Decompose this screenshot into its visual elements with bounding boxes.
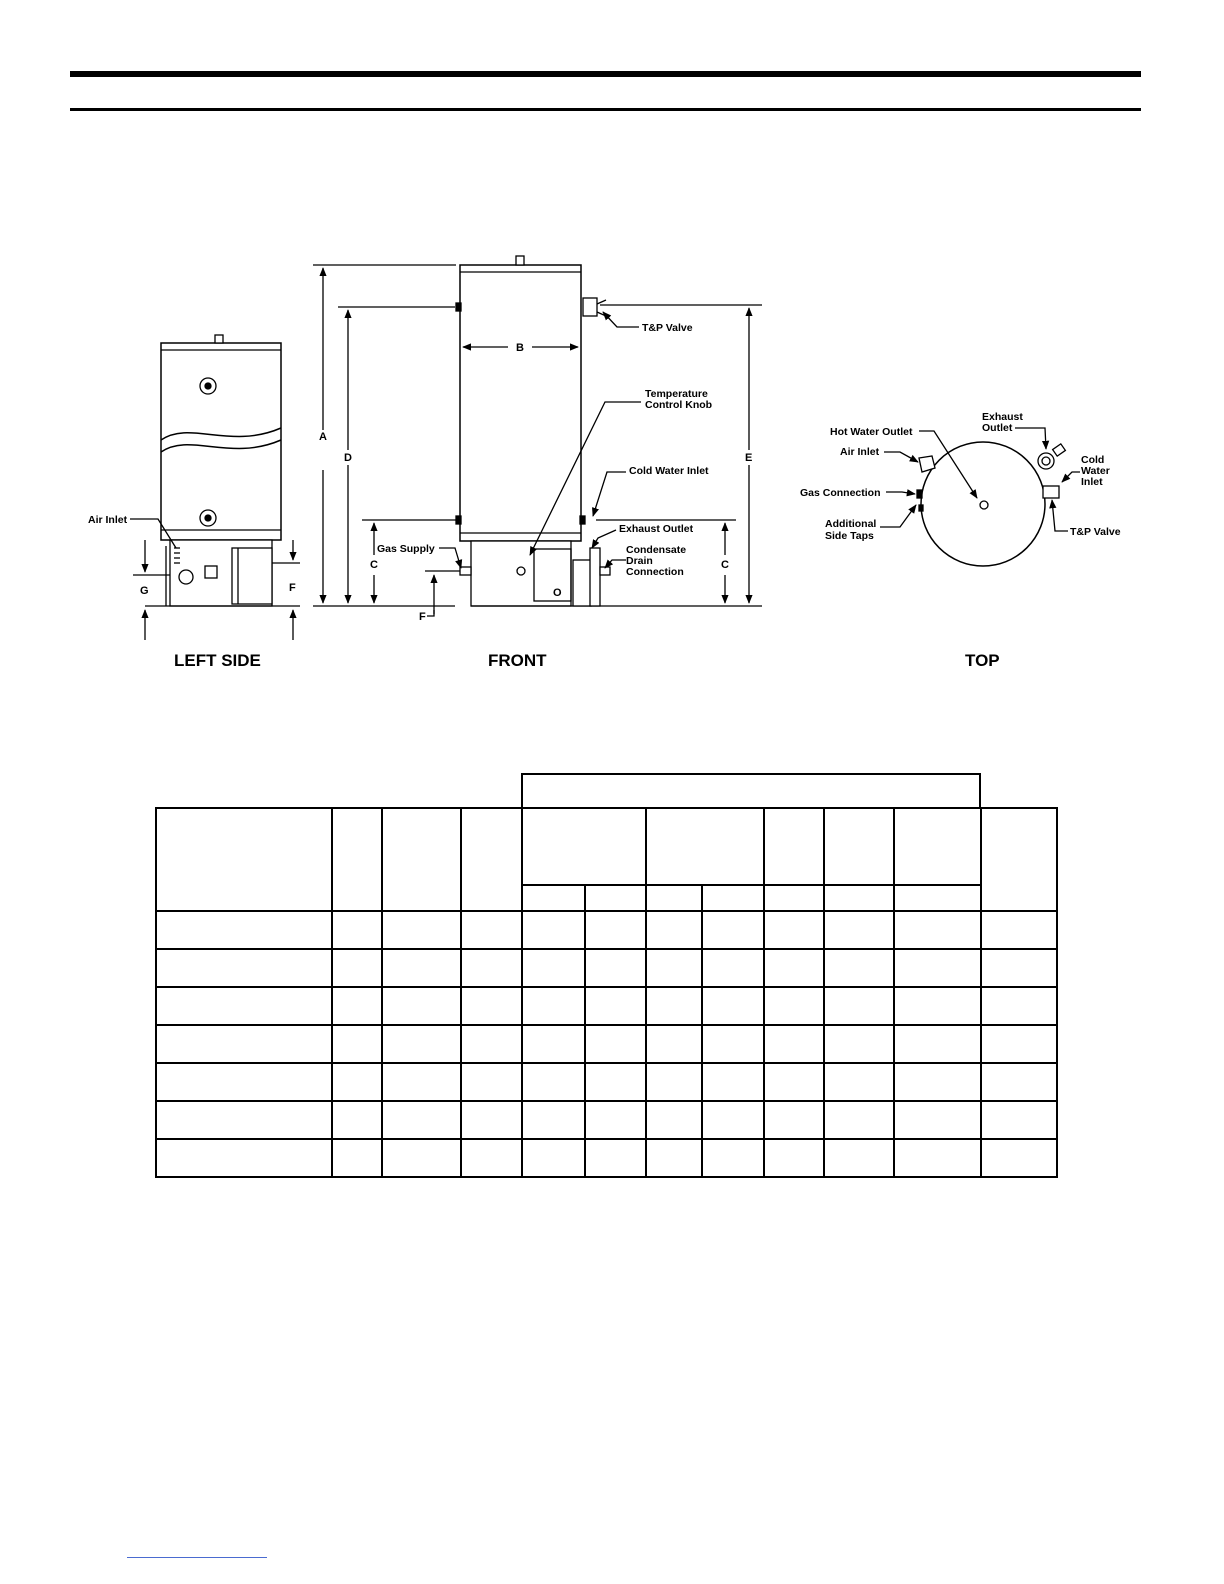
- dim-b-label: B: [516, 342, 524, 354]
- table-row: [155, 986, 1058, 1026]
- table-subheader-cell: [823, 883, 895, 913]
- dimension-spec-table: [155, 807, 1058, 1178]
- dim-o-label: O: [553, 587, 562, 599]
- dim-d-label: D: [344, 452, 352, 464]
- gas-connection-label: Gas Connection: [800, 487, 881, 499]
- table-header-cell: [155, 807, 333, 912]
- table-row: [155, 1100, 1058, 1140]
- table-header-cell: [521, 807, 647, 886]
- temp-knob-label-2: Control Knob: [645, 399, 712, 411]
- table-row: [155, 1024, 1058, 1064]
- cold-water-inlet-label: Cold Water Inlet: [629, 465, 709, 477]
- table-row: [155, 948, 1058, 988]
- table-subheader-cell: [521, 883, 586, 913]
- additional-taps-label-2: Side Taps: [825, 530, 874, 542]
- top-tp-valve-label: T&P Valve: [1070, 526, 1121, 538]
- front-view: [313, 255, 762, 617]
- left-side-view: [130, 334, 300, 640]
- footer-link-underline: [127, 1557, 267, 1558]
- table-header-cell: [460, 807, 523, 912]
- table-subheader-cell: [893, 883, 982, 913]
- dim-c-right-label: C: [721, 559, 729, 571]
- front-title: FRONT: [488, 651, 547, 670]
- table-subheader-cell: [645, 883, 703, 913]
- table-row: [155, 1062, 1058, 1102]
- water-heater-dimension-diagram: Air Inlet G F LEFT SIDE: [88, 255, 1121, 670]
- table-header-cell: [331, 807, 383, 912]
- header-rule-thick: [70, 71, 1141, 77]
- table-header-cell: [893, 807, 982, 886]
- additional-taps-label-1: Additional: [825, 518, 876, 530]
- dim-f-front-label: F: [419, 611, 426, 623]
- table-row: [155, 1138, 1058, 1178]
- header-rule-thin: [70, 108, 1141, 111]
- table-header-row-2: [156, 883, 1057, 913]
- condensate-label-1: Condensate: [626, 544, 686, 556]
- table-group-header: [521, 773, 981, 807]
- gas-supply-label: Gas Supply: [377, 543, 435, 555]
- dim-c-left-label: C: [370, 559, 378, 571]
- top-cold-label-2: Water: [1081, 465, 1110, 477]
- temp-knob-label-1: Temperature: [645, 388, 708, 400]
- exhaust-outlet-label: Exhaust Outlet: [619, 523, 694, 535]
- top-view: [880, 427, 1080, 567]
- dim-e-label: E: [745, 452, 752, 464]
- table-header-cell: [823, 807, 895, 886]
- condensate-label-2: Drain: [626, 555, 653, 567]
- table-header-cell: [381, 807, 462, 912]
- top-title: TOP: [965, 651, 1000, 670]
- top-cold-label-3: Inlet: [1081, 476, 1103, 488]
- left-side-title: LEFT SIDE: [174, 651, 261, 670]
- table-header-row-1: [155, 807, 1058, 912]
- top-cold-label-1: Cold: [1081, 454, 1104, 466]
- table-subheader-cell: [763, 883, 825, 913]
- tp-valve-label: T&P Valve: [642, 322, 693, 334]
- dim-f-left-label: F: [289, 582, 296, 594]
- top-exhaust-label-1: Exhaust: [982, 411, 1023, 423]
- table-subheader-cell: [584, 883, 647, 913]
- table-row: [155, 910, 1058, 950]
- top-air-inlet-label: Air Inlet: [840, 446, 880, 458]
- table-header-cell: [645, 807, 765, 886]
- dim-a-label: A: [319, 431, 327, 443]
- condensate-label-3: Connection: [626, 566, 684, 578]
- table-header-cell: [763, 807, 825, 886]
- top-exhaust-label-2: Outlet: [982, 422, 1013, 434]
- hot-water-outlet-label: Hot Water Outlet: [830, 426, 913, 438]
- dim-g-label: G: [140, 585, 149, 597]
- left-air-inlet-label: Air Inlet: [88, 514, 128, 526]
- table-header-cell: [980, 807, 1058, 912]
- table-subheader-cell: [701, 883, 765, 913]
